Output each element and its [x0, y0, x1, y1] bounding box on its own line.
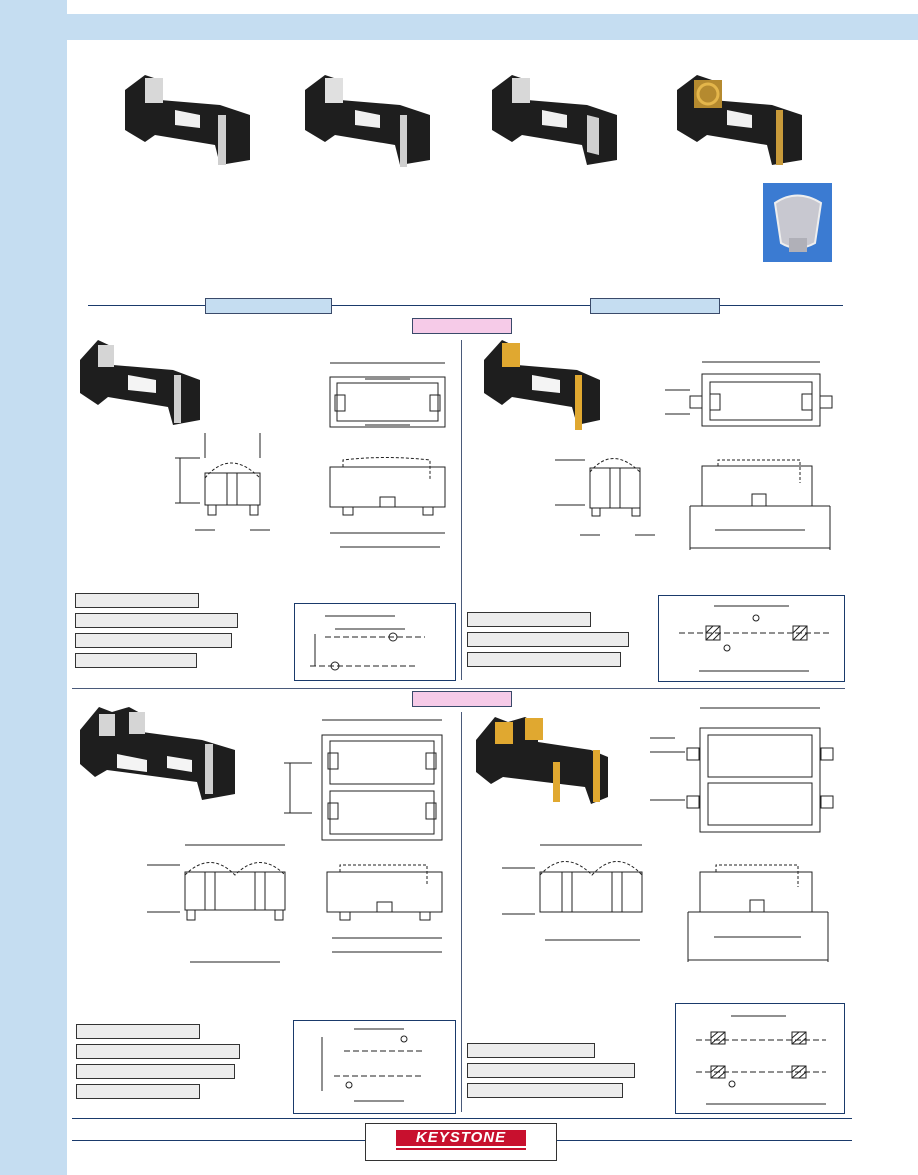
spec-label	[76, 1024, 200, 1039]
dual-smt-side-view	[502, 844, 643, 941]
pcb-layout-dual-thru	[293, 1020, 456, 1114]
single-thru-hole-photo	[80, 340, 200, 425]
single-smt-photo	[484, 340, 600, 430]
dual-smt-top-view	[650, 707, 834, 833]
contact-closeup-photo	[763, 183, 832, 262]
spec-label	[467, 1083, 623, 1098]
section-divider	[72, 688, 845, 689]
single-thru-top-view	[329, 362, 446, 428]
dual-thru-hole-photo	[80, 707, 235, 800]
pcb-layout-single-thru	[294, 603, 456, 681]
tab-right-header	[590, 298, 720, 314]
single-smt-side-view	[555, 458, 655, 536]
header-band	[67, 14, 918, 40]
spec-label	[467, 652, 621, 667]
section-header-rule	[88, 305, 843, 306]
product-photo-1	[125, 75, 250, 165]
logo-underline	[396, 1148, 526, 1150]
pcb-layout-single-smt	[658, 595, 845, 682]
spec-label	[467, 632, 629, 647]
single-thru-side-view	[175, 433, 270, 531]
product-photo-2	[305, 75, 430, 167]
spec-label	[76, 1084, 200, 1099]
product-photo-4	[677, 75, 802, 165]
tab-left-header	[205, 298, 332, 314]
pcb-layout-dual-smt	[675, 1003, 845, 1114]
keystone-logo-box: KEYSTONE	[365, 1123, 557, 1161]
single-smt-front-view	[689, 459, 831, 550]
column-divider	[461, 340, 462, 680]
top-margin	[67, 0, 918, 14]
single-smt-top-view	[665, 361, 833, 427]
dual-thru-front-view	[326, 864, 443, 953]
footer-rule-top	[72, 1118, 852, 1119]
spec-label	[75, 593, 199, 608]
product-photo-3	[492, 75, 617, 165]
spec-label	[467, 612, 591, 627]
dual-thru-side-view	[147, 844, 286, 963]
dual-thru-top-view	[284, 719, 443, 841]
dual-smt-front-view	[687, 864, 829, 962]
spec-label	[75, 613, 238, 628]
tab-dual-cell	[412, 691, 512, 707]
dual-smt-photo	[476, 717, 608, 804]
keystone-logo: KEYSTONE	[396, 1130, 526, 1146]
column-divider-lower	[461, 712, 462, 1112]
left-accent-bar	[0, 0, 67, 1175]
spec-label	[467, 1043, 595, 1058]
tab-single-cell	[412, 318, 512, 334]
spec-label	[75, 653, 197, 668]
single-thru-front-view	[329, 457, 446, 548]
spec-label	[76, 1064, 235, 1079]
spec-label	[76, 1044, 240, 1059]
spec-label	[467, 1063, 635, 1078]
spec-label	[75, 633, 232, 648]
